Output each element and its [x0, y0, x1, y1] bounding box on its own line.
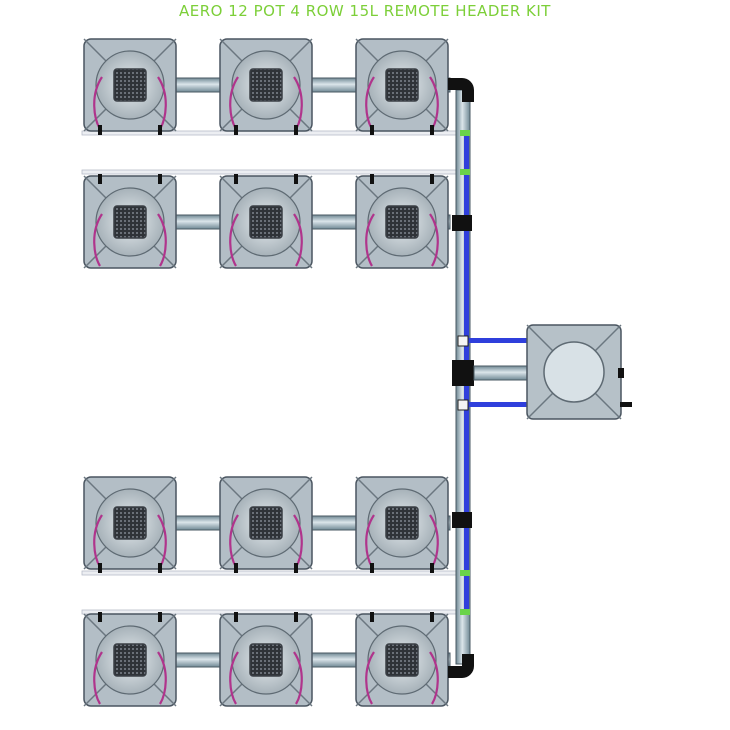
drip-line [81, 570, 463, 576]
pot-icon [219, 38, 313, 135]
bottom-elbow [448, 654, 474, 678]
feed-line-lower-branch [469, 402, 529, 407]
pot-icon [355, 174, 449, 269]
feed-line-upper-branch [469, 338, 529, 343]
connectors [460, 130, 470, 615]
diagram-title: AERO 12 POT 4 ROW 15L REMOTE HEADER KIT [179, 2, 551, 20]
pot-icon [83, 38, 177, 135]
top-elbow [448, 78, 474, 102]
pot-icon [355, 612, 449, 707]
reservoir-outlet-pipe [473, 365, 531, 381]
drip-connector [460, 169, 470, 175]
reservoir-icon [526, 324, 632, 420]
tee-fitting-2 [452, 512, 472, 528]
pot-icon [355, 38, 449, 135]
valve-1 [457, 335, 469, 347]
drip-line [81, 169, 463, 175]
drip-connector [460, 130, 470, 136]
pots [83, 38, 449, 707]
pot-icon [83, 174, 177, 269]
pot-icon [355, 476, 449, 573]
pot-icon [83, 612, 177, 707]
row-pipes [129, 77, 451, 668]
pot-icon [83, 476, 177, 573]
drip-connector [460, 609, 470, 615]
pot-icon [219, 174, 313, 269]
valve-2 [457, 399, 469, 411]
pot-icon [219, 476, 313, 573]
header-assembly [448, 78, 531, 678]
drip-connector [460, 570, 470, 576]
pot-icon [219, 612, 313, 707]
tee-fitting-1 [452, 215, 472, 231]
tee-fitting-center [452, 360, 474, 386]
